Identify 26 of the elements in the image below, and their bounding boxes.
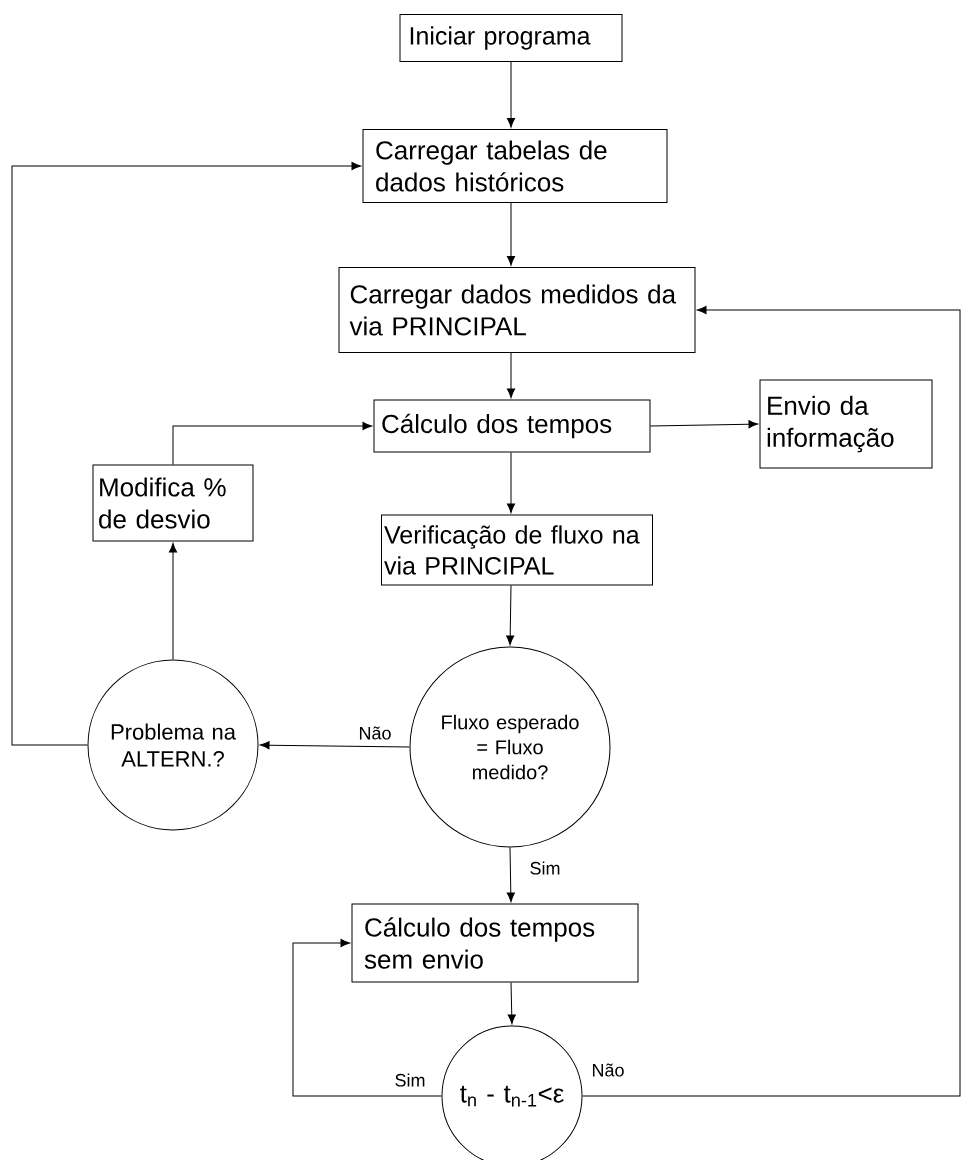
arrow — [506, 61, 516, 128]
process-box: Verificação de fluxo na via PRINCIPAL — [381, 514, 653, 586]
edge-label: Sim — [528, 860, 562, 876]
edge-label: Não — [357, 725, 393, 741]
process-box: Envio da informação — [759, 379, 933, 469]
edge-label: Não — [590, 1062, 626, 1078]
edge-label: Sim — [393, 1072, 427, 1088]
process-box: Cálculo dos tempos sem envio — [351, 903, 639, 983]
arrow — [168, 542, 178, 660]
process-box: Cálculo dos tempos — [373, 399, 651, 453]
process-box: Carregar tabelas de dados históricos — [362, 129, 668, 203]
process-box: Modifica % de desvio — [92, 464, 254, 542]
process-box: Iniciar programa — [399, 14, 623, 62]
arrow — [259, 741, 410, 750]
process-box: Carregar dados medidos da via PRINCIPAL — [338, 267, 696, 353]
arrow — [507, 982, 516, 1025]
arrow — [172, 421, 373, 465]
arrow — [506, 352, 516, 399]
arrow — [650, 420, 759, 429]
arrow — [506, 847, 515, 903]
arrow — [292, 938, 442, 1097]
arrow — [506, 202, 516, 266]
arrow — [582, 305, 961, 1097]
arrow — [506, 452, 516, 514]
arrow — [506, 585, 515, 646]
arrow — [11, 161, 362, 746]
